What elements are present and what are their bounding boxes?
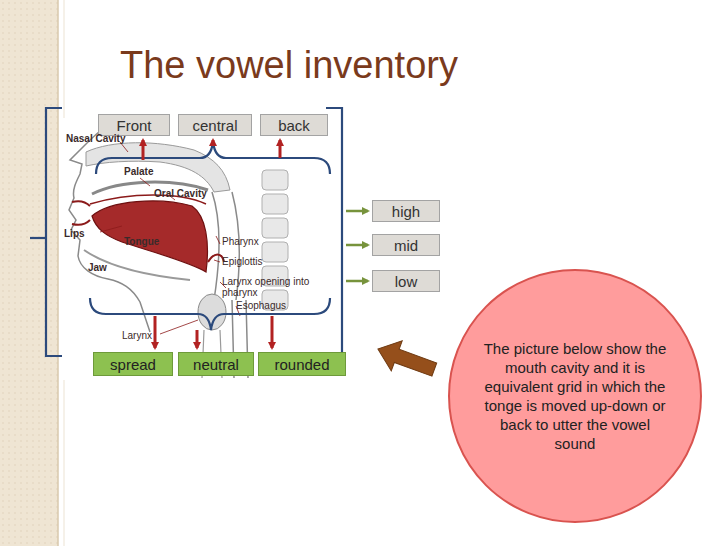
box-text: mid	[394, 237, 418, 254]
anatomy-label: Esophagus	[236, 300, 316, 311]
pointer-arrows	[143, 140, 280, 348]
anatomy-label: Larynx	[122, 330, 182, 341]
anatomy-label: Pharynx	[222, 236, 292, 247]
box-text: central	[192, 117, 237, 134]
height-box: low	[372, 270, 440, 292]
block-arrow	[372, 334, 439, 385]
circle-shape	[447, 268, 703, 524]
box-text: rounded	[274, 356, 329, 373]
note-circle: The picture below show the mouth cavity …	[447, 268, 703, 524]
column-box: back	[260, 114, 328, 136]
anatomy-label: Jaw	[88, 262, 128, 273]
box-text: The picture below show the mouth cavity …	[483, 339, 667, 453]
box-text: Front	[116, 117, 151, 134]
height-arrows	[346, 211, 368, 281]
anatomy-label: Oral Cavity	[154, 188, 224, 199]
anatomy-label: Epiglottis	[222, 256, 292, 267]
anatomy-label: Palate	[124, 166, 184, 177]
side-strip	[0, 0, 58, 546]
box-text: neutral	[193, 356, 239, 373]
box-text: back	[278, 117, 310, 134]
illustration-panel	[62, 118, 338, 380]
anatomy-label: Tongue	[124, 236, 184, 247]
anatomy-label: Lips	[64, 228, 104, 239]
box-text: low	[395, 273, 418, 290]
anatomy-label: Larynx opening into pharynx	[222, 276, 310, 298]
anatomy-label: Nasal Cavity	[66, 133, 146, 144]
column-box: central	[178, 114, 252, 136]
height-box: mid	[372, 234, 440, 256]
column-box: Front	[98, 114, 170, 136]
slide-title: The vowel inventory	[120, 44, 458, 87]
lip-box: spread	[93, 352, 173, 376]
lip-box: rounded	[258, 352, 346, 376]
strip-edge	[57, 0, 59, 546]
grid-brackets	[30, 108, 342, 356]
lip-box: neutral	[178, 352, 254, 376]
height-box: high	[372, 200, 440, 222]
box-text: spread	[110, 356, 156, 373]
box-text: high	[392, 203, 420, 220]
